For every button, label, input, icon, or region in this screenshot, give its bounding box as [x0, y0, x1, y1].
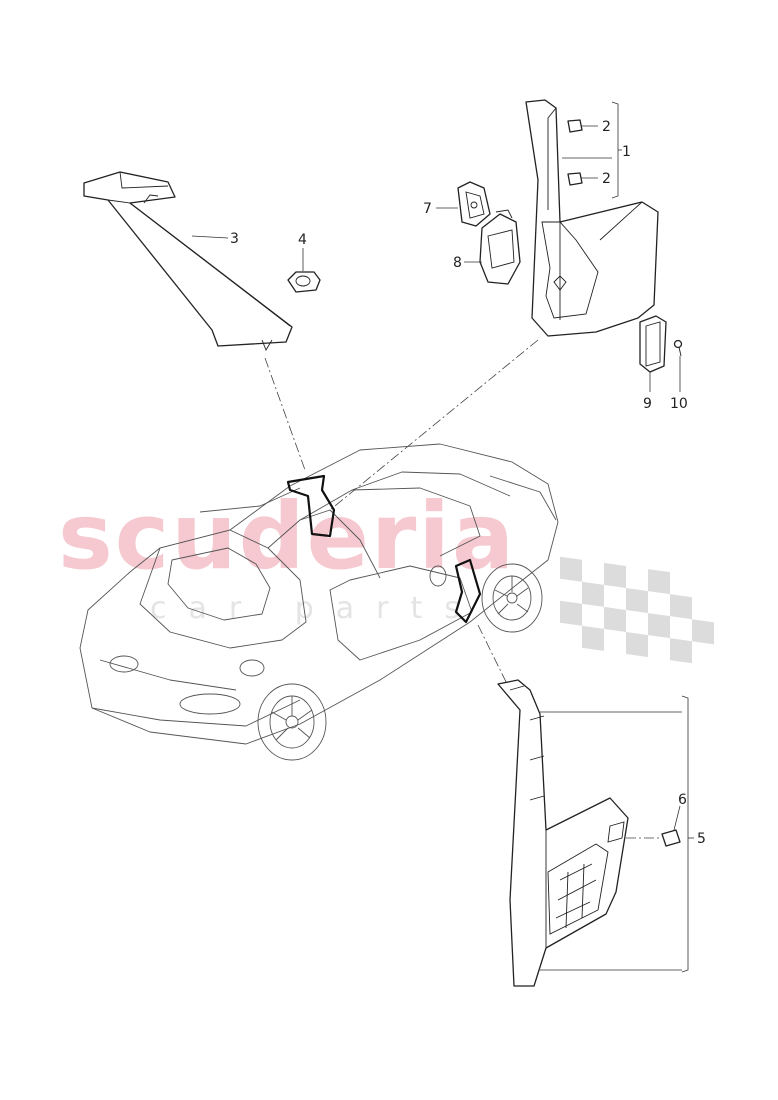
- callout-8: 8: [453, 255, 462, 271]
- callout-3: 3: [230, 231, 239, 247]
- callout-7: 7: [423, 201, 432, 217]
- part-10-screw: [673, 339, 683, 392]
- checkered-flag-logo: [560, 556, 714, 664]
- part-2-clip-upper: [567, 119, 583, 133]
- part-6-clip: [626, 805, 681, 847]
- bracket-1: [562, 101, 622, 199]
- callout-2-upper: 2: [602, 119, 611, 135]
- callout-labels: 1 2 2 3 4 5 6 7 8 9 10: [230, 119, 706, 847]
- ref-line-3: [264, 357, 306, 471]
- callout-10: 10: [670, 396, 688, 412]
- callout-6: 6: [678, 792, 687, 808]
- ref-line-1: [329, 339, 539, 511]
- callout-4: 4: [298, 232, 307, 248]
- part-2-clip-lower: [567, 172, 583, 186]
- part-3-a-pillar-trim: [83, 171, 293, 352]
- part-9-lens: [639, 315, 667, 392]
- callout-2-lower: 2: [602, 171, 611, 187]
- callout-9: 9: [643, 396, 652, 412]
- callout-1: 1: [622, 144, 631, 160]
- callout-5: 5: [697, 831, 706, 847]
- rear-wheel: [481, 563, 543, 633]
- watermark-brand: scuderia: [58, 483, 516, 590]
- watermark: scuderia car parts: [58, 483, 714, 664]
- part-8-lamp-housing: [464, 209, 521, 285]
- car-highlight-b-pillar: [454, 558, 482, 624]
- car-highlight-a-pillar: [286, 474, 336, 538]
- part-4-clip: [287, 248, 321, 293]
- part-1-b-pillar-trim: [525, 99, 659, 337]
- watermark-sub: car parts: [150, 591, 482, 626]
- part-7-bracket: [436, 181, 491, 227]
- part-5-b-pillar-lower-trim: [497, 679, 629, 987]
- car-illustration: [79, 443, 559, 761]
- bracket-5: [540, 695, 694, 973]
- front-wheel: [257, 683, 327, 761]
- leader-3: [191, 235, 229, 239]
- ref-line-5: [477, 624, 511, 691]
